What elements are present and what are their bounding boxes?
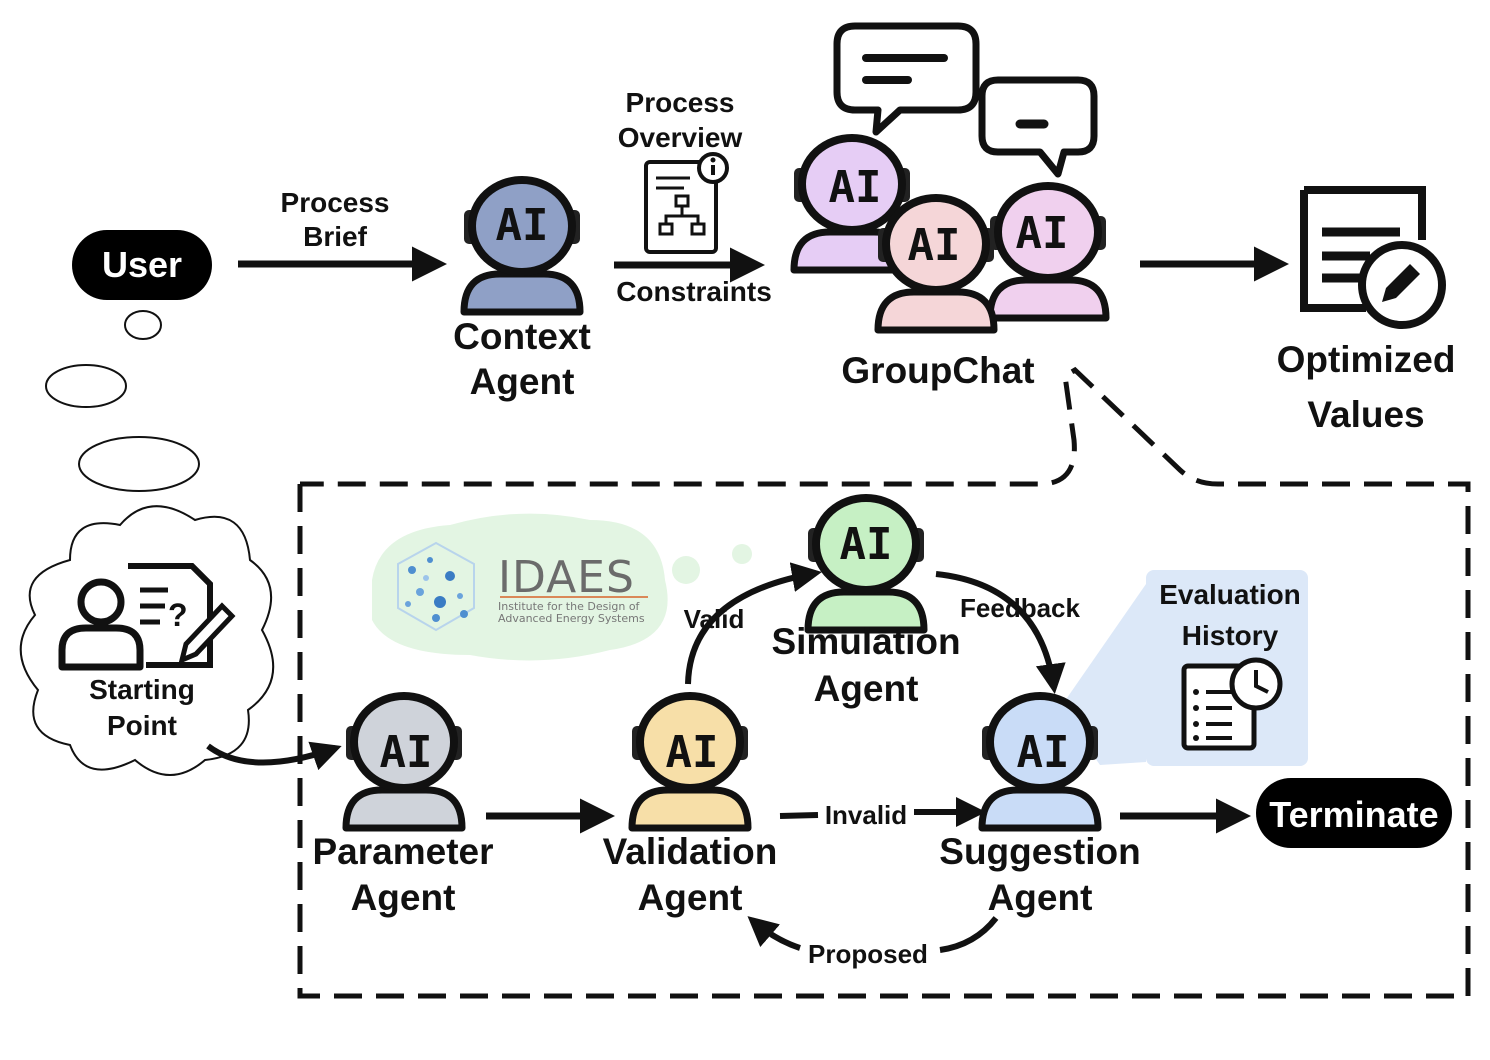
process-brief-line1: Process	[281, 187, 390, 218]
groupchat-pink-ai-glyph: AI	[908, 220, 961, 271]
idaes-name: IDAES	[498, 552, 635, 603]
starting-point-cloud: ? Starting Point	[19, 505, 275, 776]
context-agent-line1: Context	[453, 316, 591, 357]
document-info-icon	[644, 152, 729, 254]
parameter-agent-line1: Parameter	[312, 831, 493, 872]
process-brief-line2: Brief	[303, 221, 367, 252]
user-node: User	[72, 230, 212, 300]
speech-bubble-icon	[833, 22, 980, 136]
arrow-invalid-segment-a	[779, 812, 819, 819]
starting-point-line1: Starting	[89, 674, 195, 705]
optimization-loop-boundary	[297, 366, 1471, 999]
evaluation-history-line1: Evaluation	[1159, 579, 1301, 610]
groupchat-cluster: AI AI AI GroupChat	[794, 22, 1106, 391]
suggestion-agent-line1: Suggestion	[939, 831, 1140, 872]
context-agent: AI Context Agent	[453, 180, 591, 402]
clipboard-clock-icon	[1181, 657, 1283, 751]
suggestion-agent: AI Suggestion Agent	[939, 696, 1141, 918]
simulation-agent-line1: Simulation	[771, 621, 960, 662]
arrow-start-to-parameter	[206, 741, 342, 771]
simulation-agent-line2: Agent	[814, 668, 919, 709]
thought-bubble-medium	[45, 364, 127, 408]
idaes-hexagon-mark	[397, 541, 475, 632]
context-agent-line2: Agent	[470, 361, 575, 402]
thought-bubbles	[45, 310, 200, 492]
speech-bubble-icon	[978, 76, 1098, 178]
context-agent-ai-glyph: AI	[496, 200, 549, 251]
idaes-tagline-2: Advanced Energy Systems	[498, 612, 645, 625]
arrow-proposed-segment-a	[939, 916, 999, 953]
user-pill	[72, 230, 212, 300]
question-mark-glyph: ?	[168, 597, 188, 633]
suggestion-agent-line2: Agent	[988, 877, 1093, 918]
validation-agent-line2: Agent	[638, 877, 743, 918]
suggestion-agent-ai-glyph: AI	[1017, 727, 1070, 778]
evaluation-history-line2: History	[1182, 620, 1279, 651]
optimized-values-line1: Optimized	[1277, 339, 1456, 380]
arrow-suggestion-to-validation	[747, 916, 801, 951]
edge-valid-label: Valid	[684, 604, 745, 634]
constraints-label: Constraints	[616, 276, 772, 307]
terminate-pill	[1256, 778, 1452, 848]
validation-agent: AI Validation Agent	[603, 696, 778, 918]
report-edit-icon	[1300, 186, 1446, 329]
groupchat-purple-ai-glyph: AI	[829, 162, 882, 213]
groupchat-magenta-ai-glyph: AI	[1016, 208, 1069, 259]
process-overview-line1: Process	[626, 87, 735, 118]
edge-invalid-label: Invalid	[825, 800, 907, 830]
edge-feedback-label: Feedback	[960, 593, 1080, 623]
arrow-simulation-to-suggestion	[935, 571, 1066, 694]
validation-agent-line1: Validation	[603, 831, 778, 872]
parameter-agent-ai-glyph: AI	[380, 727, 433, 778]
process-overview-line2: Overview	[618, 122, 743, 153]
parameter-agent: AI Parameter Agent	[312, 696, 494, 918]
arrow-validation-to-simulation	[685, 562, 822, 685]
terminate-label: Terminate	[1269, 794, 1438, 835]
parameter-agent-line2: Agent	[351, 877, 456, 918]
starting-point-line2: Point	[107, 710, 177, 741]
simulation-agent-ai-glyph: AI	[840, 519, 893, 570]
edge-proposed-label: Proposed	[808, 939, 928, 969]
user-label: User	[102, 244, 182, 285]
idaes-tagline-1: Institute for the Design of	[498, 600, 641, 613]
groupchat-label: GroupChat	[841, 350, 1034, 391]
idaes-logo: IDAES Institute for the Design of Advanc…	[372, 513, 752, 661]
simulation-agent: AI Simulation Agent	[771, 498, 961, 709]
validation-agent-ai-glyph: AI	[666, 727, 719, 778]
person-question-document-icon: ?	[58, 563, 236, 671]
thought-bubble-small	[124, 310, 162, 340]
thought-bubble-large	[78, 436, 200, 492]
optimized-values-line2: Values	[1307, 394, 1424, 435]
terminate-node: Terminate	[1256, 778, 1452, 848]
